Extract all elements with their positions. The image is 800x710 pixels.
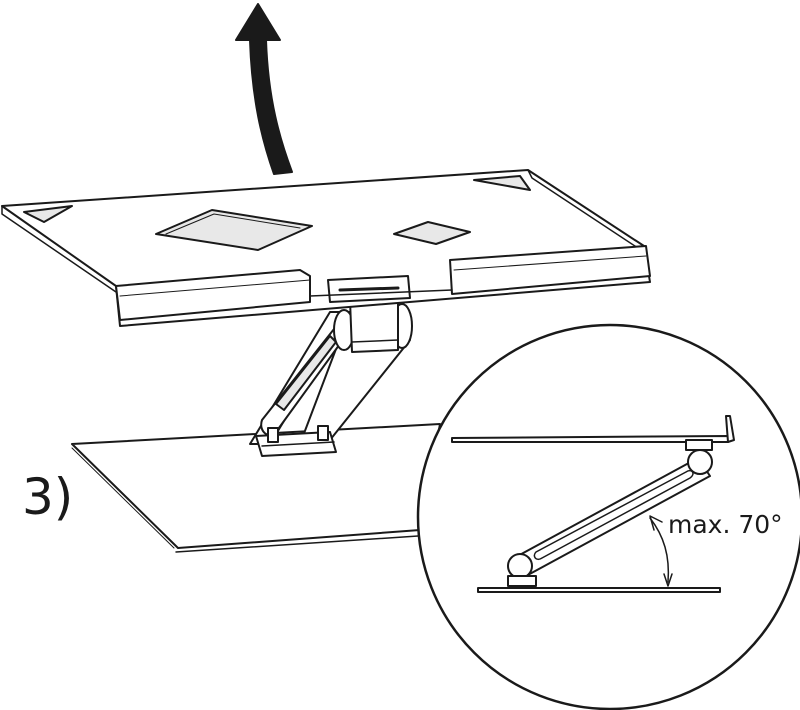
lift-up-arrow-icon: [235, 3, 293, 175]
laptop-tray: [1, 169, 651, 327]
detail-stand-side-view: [451, 415, 735, 593]
step-number: 3): [22, 468, 74, 526]
angle-limit-label: max. 70°: [668, 510, 783, 539]
stand-arm: [249, 299, 413, 457]
